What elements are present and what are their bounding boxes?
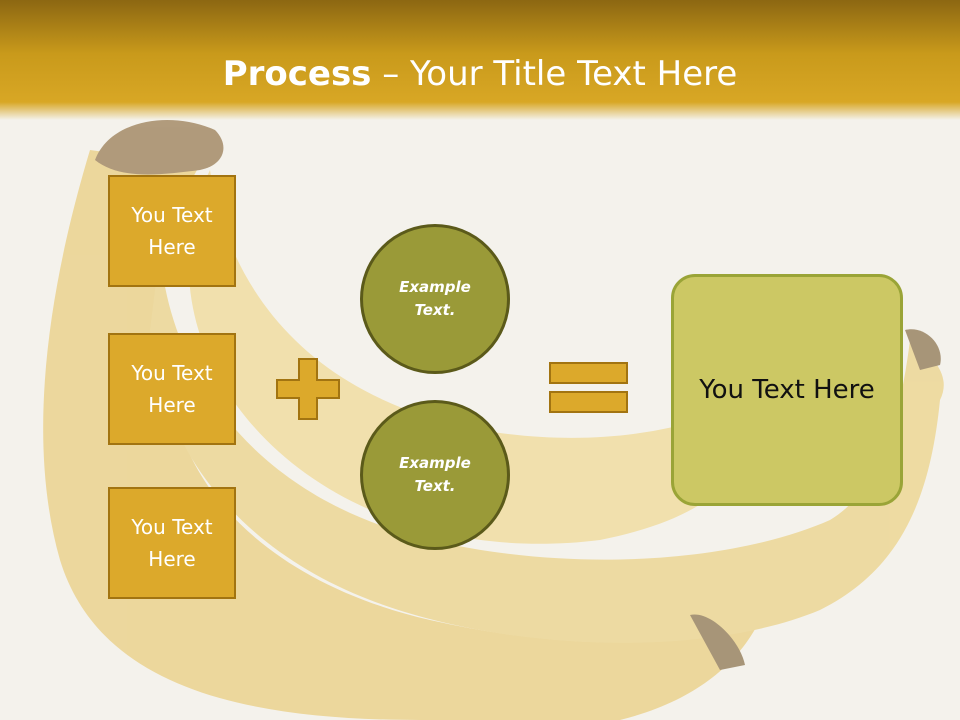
- title-rest: – Your Title Text Here: [371, 54, 738, 94]
- example-circle-2[interactable]: Example Text.: [360, 400, 510, 550]
- banana-tip: [905, 329, 941, 370]
- banana-shape: [188, 170, 771, 544]
- banana-tip: [690, 614, 745, 670]
- equals-icon: [549, 362, 628, 413]
- example-circle-1[interactable]: Example Text.: [360, 224, 510, 374]
- title-bold: Process: [222, 54, 372, 94]
- circle-label: Example Text.: [399, 454, 471, 495]
- plus-icon: [276, 358, 340, 420]
- text-box-3[interactable]: You Text Here: [108, 487, 236, 599]
- result-label: You Text Here: [699, 375, 875, 405]
- title-bar: [0, 0, 960, 120]
- result-box[interactable]: You Text Here: [671, 274, 903, 506]
- text-box-1[interactable]: You Text Here: [108, 175, 236, 287]
- banana-stem: [95, 120, 224, 175]
- text-box-label: You Text Here: [131, 203, 213, 259]
- text-box-2[interactable]: You Text Here: [108, 333, 236, 445]
- text-box-label: You Text Here: [131, 361, 213, 417]
- banana-shape: [150, 250, 944, 643]
- text-box-label: You Text Here: [131, 515, 213, 571]
- circle-label: Example Text.: [399, 278, 471, 319]
- slide-title: Process – Your Title Text Here: [0, 52, 960, 96]
